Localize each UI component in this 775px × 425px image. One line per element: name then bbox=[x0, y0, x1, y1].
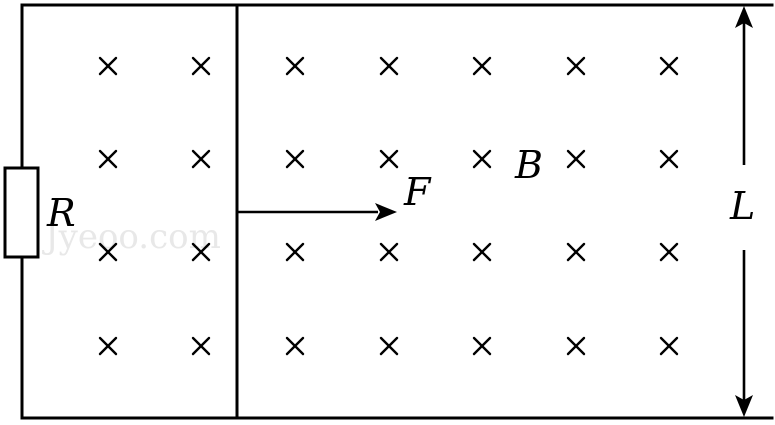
field-cross bbox=[659, 336, 679, 356]
field-cross bbox=[472, 336, 492, 356]
field-label: B bbox=[514, 143, 543, 187]
field-cross bbox=[379, 149, 399, 169]
field-cross bbox=[285, 149, 305, 169]
force-label: F bbox=[403, 170, 432, 214]
field-cross bbox=[659, 56, 679, 76]
field-cross bbox=[98, 56, 118, 76]
field-cross bbox=[379, 56, 399, 76]
field-cross bbox=[98, 336, 118, 356]
field-cross bbox=[285, 56, 305, 76]
field-cross bbox=[98, 242, 118, 262]
field-cross bbox=[379, 336, 399, 356]
field-cross bbox=[285, 336, 305, 356]
field-cross bbox=[566, 149, 586, 169]
magnetic-field-crosses bbox=[98, 56, 679, 356]
field-cross bbox=[566, 56, 586, 76]
resistor bbox=[3, 166, 40, 259]
field-cross bbox=[285, 242, 305, 262]
field-cross bbox=[191, 149, 211, 169]
field-cross bbox=[659, 242, 679, 262]
field-cross bbox=[191, 336, 211, 356]
field-cross bbox=[472, 56, 492, 76]
field-cross bbox=[191, 242, 211, 262]
field-cross bbox=[566, 242, 586, 262]
watermark-text: Jyeoo.com bbox=[42, 217, 221, 257]
field-cross bbox=[566, 336, 586, 356]
field-cross bbox=[379, 242, 399, 262]
length-label: L bbox=[729, 184, 755, 228]
field-cross bbox=[98, 149, 118, 169]
field-cross bbox=[659, 149, 679, 169]
resistor-label: R bbox=[46, 191, 76, 235]
field-cross bbox=[191, 56, 211, 76]
length-arrowhead-top bbox=[735, 6, 753, 28]
force-arrowhead bbox=[375, 203, 397, 221]
length-arrowhead-bottom bbox=[735, 395, 753, 417]
field-cross bbox=[472, 242, 492, 262]
field-cross bbox=[472, 149, 492, 169]
